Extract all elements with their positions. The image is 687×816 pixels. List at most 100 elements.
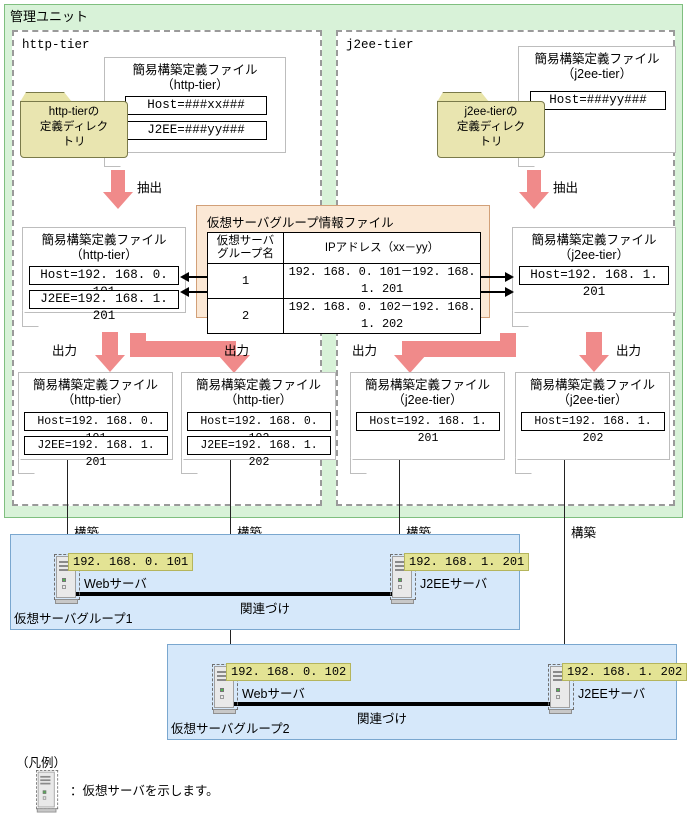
arrow-head: [579, 355, 609, 372]
server-base: [36, 808, 57, 813]
build-line-1: [67, 460, 69, 555]
vsg-info-file: 仮想サーバグループ情報ファイル 仮想サーバ グループ名 IPアドレス（xx－yy…: [196, 205, 490, 334]
mid-doc-http: 簡易構築定義ファイル （http-tier） Host=192. 168. 0.…: [22, 227, 186, 323]
server-bar: [553, 675, 565, 677]
server-icon-web-1: [54, 554, 80, 604]
source-doc-http: 簡易構築定義ファイル （http-tier） Host=###xx### J2E…: [104, 57, 286, 153]
group-label-2: 仮想サーバグループ2: [171, 722, 290, 736]
output-arrow-2: [130, 333, 250, 375]
virtual-server-group-2: [167, 644, 677, 740]
output-label-2: 出力: [224, 344, 250, 358]
extract-label-j2ee: 抽出: [553, 181, 579, 195]
doc-entry-host: Host=192. 168. 0. 102: [187, 412, 331, 445]
server-led: [398, 578, 402, 582]
doc-title: 簡易構築定義ファイル （http-tier）: [32, 378, 158, 407]
arrow-stem: [586, 332, 602, 357]
output-label-3: 出力: [352, 344, 378, 358]
connector-line-right-2: [480, 291, 512, 293]
server-bar: [40, 779, 51, 781]
doc-entry-j2ee: J2EE=192. 168. 1. 201: [29, 290, 179, 323]
connector-line-left-1: [186, 276, 208, 278]
output-arrow-4: [578, 332, 610, 374]
server-bar: [59, 561, 71, 563]
build-line-3: [399, 460, 401, 555]
doc-entry-host: Host=192. 168. 0. 101: [24, 412, 168, 445]
server-name-j2ee-2: J2EEサーバ: [578, 687, 646, 701]
folder-body-icon: [437, 101, 545, 158]
header-group-name: 仮想サーバ グループ名: [207, 232, 284, 264]
server-dot: [62, 585, 66, 589]
server-led: [220, 688, 224, 692]
mid-doc-j2ee: 簡易構築定義ファイル （j2ee-tier） Host=192. 168. 1.…: [512, 227, 676, 313]
doc-entry-host: Host=192. 168. 1. 201: [356, 412, 500, 445]
server-name-web-1: Webサーバ: [84, 577, 147, 591]
ip-badge-web-1: 192. 168. 0. 101: [68, 553, 194, 571]
ip-badge-web-2: 192. 168. 0. 102: [226, 663, 352, 681]
doc-title: 簡易構築定義ファイル （j2ee-tier）: [534, 52, 660, 81]
doc-entry-host: Host=###yy###: [530, 91, 666, 110]
server-led: [42, 790, 47, 794]
doc-title: 簡易構築定義ファイル （http-tier）: [195, 378, 321, 407]
server-bar: [553, 679, 565, 681]
doc-title: 簡易構築定義ファイル （j2ee-tier）: [364, 378, 490, 407]
arrow-stem-horizontal: [130, 341, 236, 357]
output-arrow-3: [386, 333, 516, 375]
connector-arrowhead-right-2: [505, 287, 514, 297]
doc-title: 簡易構築定義ファイル （http-tier）: [132, 63, 258, 92]
server-base: [391, 599, 414, 604]
server-bar: [59, 569, 71, 571]
server-led: [62, 578, 66, 582]
connector-arrowhead-right-1: [505, 272, 514, 282]
output-arrow-1: [94, 332, 126, 374]
arrow-head: [95, 355, 125, 372]
output-doc-3: 簡易構築定義ファイル （j2ee-tier） Host=192. 168. 1.…: [350, 372, 505, 460]
ip-badge-j2ee-1: 192. 168. 1. 201: [404, 553, 530, 571]
folder-j2ee-tier: j2ee-tierの 定義ディレク トリ: [437, 92, 545, 158]
server-case: [37, 771, 55, 808]
extract-arrow-j2ee: [519, 170, 549, 210]
server-base: [213, 709, 236, 714]
server-bar: [217, 671, 229, 673]
server-dashed-outline: [36, 770, 59, 810]
server-bar: [40, 782, 51, 785]
association-line-1: [72, 592, 402, 596]
doc-title: 簡易構築定義ファイル （http-tier）: [41, 233, 167, 262]
server-name-j2ee-1: J2EEサーバ: [420, 577, 488, 591]
legend-text: ：仮想サーバを示します。: [70, 784, 219, 798]
server-base: [55, 599, 78, 604]
doc-entry-j2ee: J2EE=192. 168. 1. 201: [24, 436, 168, 469]
admin-unit-label: 管理ユニット: [10, 9, 89, 24]
doc-title: 簡易構築定義ファイル （j2ee-tier）: [529, 378, 655, 407]
connector-line-right-1: [480, 276, 512, 278]
doc-entry-host: Host=###xx###: [125, 96, 267, 115]
output-doc-1: 簡易構築定義ファイル （http-tier） Host=192. 168. 0.…: [18, 372, 173, 469]
arrow-stem: [111, 170, 125, 194]
doc-entry-host: Host=192. 168. 0. 101: [29, 266, 179, 299]
legend-title: （凡例）: [16, 756, 67, 770]
extract-label-http: 抽出: [137, 181, 163, 195]
extract-arrow-http: [103, 170, 133, 210]
arrow-head: [218, 355, 250, 373]
server-bar: [40, 775, 51, 778]
arrow-stem: [527, 170, 541, 194]
server-led: [556, 688, 560, 692]
ip-badge-j2ee-2: 192. 168. 1. 202: [562, 663, 687, 681]
vsg-file-title: 仮想サーバグループ情報ファイル: [207, 216, 394, 230]
folder-label: j2ee-tierの 定義ディレク トリ: [456, 106, 526, 148]
output-label-1: 出力: [52, 344, 78, 358]
server-bar: [59, 565, 71, 567]
server-name-web-2: Webサーバ: [242, 687, 305, 701]
association-label-1: 関連づけ: [240, 602, 291, 616]
association-line-2: [230, 702, 560, 706]
arrow-stem: [102, 332, 118, 357]
doc-title: 簡易構築定義ファイル （j2ee-tier）: [531, 233, 657, 262]
output-doc-2: 簡易構築定義ファイル （http-tier） Host=192. 168. 0.…: [181, 372, 336, 469]
build-line-4: [564, 460, 566, 665]
doc-entry-host: Host=192. 168. 1. 201: [519, 266, 669, 299]
vsg-table: 仮想サーバ グループ名 IPアドレス（xx－yy） 1 192. 168. 0.…: [207, 232, 481, 334]
group-label-1: 仮想サーバグループ1: [14, 612, 133, 626]
tier-label-http: http-tier: [22, 38, 90, 52]
arrow-stem-horizontal: [402, 341, 516, 357]
table-row: 2 192. 168. 0. 102－192. 168. 1. 202: [207, 298, 481, 334]
server-bar: [395, 569, 407, 571]
